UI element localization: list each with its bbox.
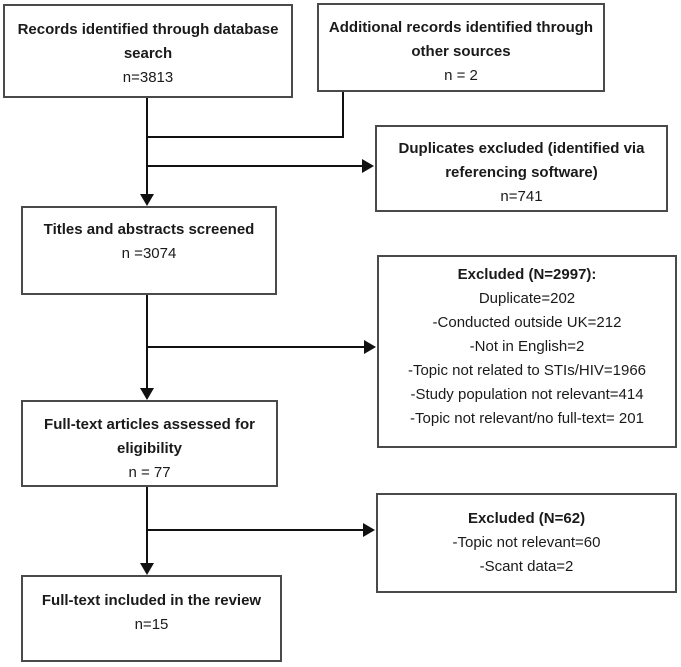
connector-to-excluded-screening bbox=[146, 346, 365, 348]
box-duplicates-excluded-count: n=741 bbox=[500, 188, 543, 205]
excluded-fulltext-reason: -Scant data=2 bbox=[479, 558, 574, 575]
box-fulltext-assessed: Full-text articles assessed for eligibil… bbox=[21, 400, 278, 487]
box-excluded-fulltext-title: Excluded (N=62) bbox=[467, 510, 586, 527]
arrowhead-right-to-duplicates bbox=[362, 159, 374, 173]
connector-other-sources-merge bbox=[146, 136, 344, 138]
arrowhead-down-to-included bbox=[140, 563, 154, 575]
box-fulltext-assessed-title: Full-text articles assessed for eligibil… bbox=[44, 416, 255, 457]
box-records-other-sources-count: n = 2 bbox=[444, 67, 478, 84]
excluded-screening-reason: -Topic not related to STIs/HIV=1966 bbox=[407, 362, 647, 379]
box-records-database: Records identified through database sear… bbox=[3, 4, 293, 98]
excluded-screening-reason: -Conducted outside UK=212 bbox=[432, 314, 622, 331]
box-excluded-screening: Excluded (N=2997): Duplicate=202 -Conduc… bbox=[377, 255, 677, 448]
connector-to-duplicates bbox=[146, 165, 363, 167]
connector-fulltext-to-included bbox=[146, 487, 148, 564]
box-titles-screened-title: Titles and abstracts screened bbox=[43, 221, 255, 238]
box-fulltext-assessed-count: n = 77 bbox=[128, 464, 171, 481]
excluded-screening-reason: -Topic not relevant/no full-text= 201 bbox=[410, 410, 644, 427]
box-excluded-fulltext: Excluded (N=62) -Topic not relevant=60 -… bbox=[376, 493, 677, 593]
connector-to-excluded-fulltext bbox=[146, 529, 364, 531]
excluded-fulltext-reason: -Topic not relevant=60 bbox=[452, 534, 601, 551]
box-fulltext-included-count: n=15 bbox=[134, 616, 169, 633]
excluded-screening-reason: -Not in English=2 bbox=[469, 338, 585, 355]
box-excluded-screening-title: Excluded (N=2997): bbox=[457, 266, 597, 283]
box-titles-screened-count: n =3074 bbox=[121, 245, 177, 262]
box-records-database-title: Records identified through database sear… bbox=[17, 21, 279, 62]
arrowhead-right-to-excluded-fulltext bbox=[363, 523, 375, 537]
box-records-database-count: n=3813 bbox=[122, 69, 174, 86]
arrowhead-down-to-fulltext bbox=[140, 388, 154, 400]
connector-records-to-screened bbox=[146, 98, 148, 194]
box-records-other-sources: Additional records identified through ot… bbox=[317, 3, 605, 92]
arrowhead-down-to-screened bbox=[140, 194, 154, 206]
connector-screened-to-fulltext bbox=[146, 295, 148, 389]
box-duplicates-excluded: Duplicates excluded (identified via refe… bbox=[375, 125, 668, 212]
arrowhead-right-to-excluded-screening bbox=[364, 340, 376, 354]
box-titles-screened: Titles and abstracts screened n =3074 bbox=[21, 206, 277, 295]
box-fulltext-included-title: Full-text included in the review bbox=[41, 592, 262, 609]
box-duplicates-excluded-title: Duplicates excluded (identified via refe… bbox=[398, 140, 645, 181]
connector-other-sources-vertical bbox=[342, 92, 344, 138]
excluded-screening-reason: -Study population not relevant=414 bbox=[410, 386, 644, 403]
box-records-other-sources-title: Additional records identified through ot… bbox=[328, 19, 594, 60]
excluded-screening-reason: Duplicate=202 bbox=[478, 290, 576, 307]
box-fulltext-included: Full-text included in the review n=15 bbox=[21, 575, 282, 662]
